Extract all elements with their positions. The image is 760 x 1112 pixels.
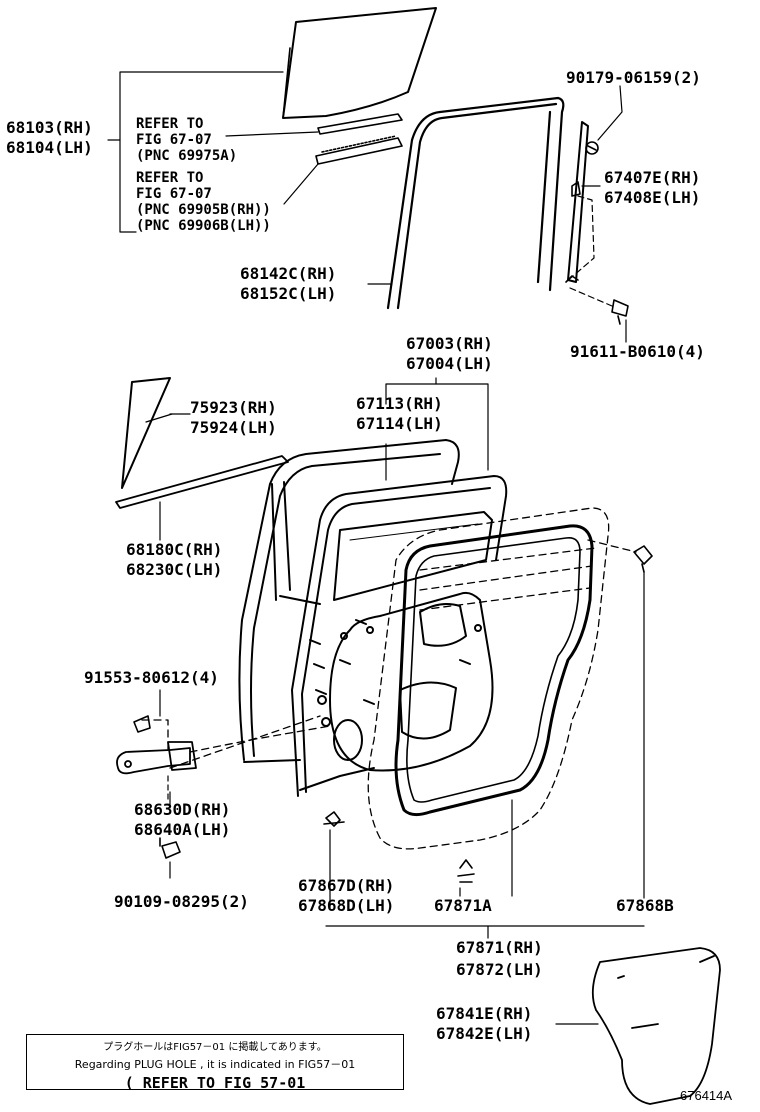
part-label-68180: 68180C(RH) — [126, 540, 223, 559]
refer-note-1-pnc: (PNC 69975A) — [136, 148, 238, 164]
door-glass — [282, 7, 437, 119]
division-bar-screw — [585, 141, 599, 155]
door-outer-panel — [238, 439, 460, 763]
refer-note-2-fig: FIG 67-07 — [136, 186, 212, 202]
part-label-67408: 67408E(LH) — [604, 188, 701, 207]
part-label-91553: 91553-80612(4) — [84, 668, 219, 687]
part-label-67841: 67841E(RH) — [436, 1004, 533, 1023]
part-label-67868b: 67868B — [616, 896, 674, 915]
figure-id: 676414A — [680, 1088, 733, 1103]
part-label-68104: 68104(LH) — [6, 138, 93, 157]
part-label-75924: 75924(LH) — [190, 418, 277, 437]
part-label-68640: 68640A(LH) — [134, 820, 231, 839]
part-label-90109: 90109-08295(2) — [114, 892, 249, 911]
door-check-bolt-upper — [133, 715, 151, 733]
part-label-67868d: 67868D(LH) — [298, 896, 395, 915]
part-label-67113: 67113(RH) — [356, 394, 443, 413]
part-label-67871a: 67871A — [434, 896, 492, 915]
refer-note-2-pnc-rh: (PNC 69905B(RH)) — [136, 202, 271, 218]
door-check — [116, 741, 197, 775]
glass-run-channel — [386, 96, 565, 310]
part-label-67872: 67872(LH) — [456, 960, 543, 979]
division-bar-bolt — [611, 299, 629, 325]
part-label-67842: 67842E(LH) — [436, 1024, 533, 1043]
part-label-67867: 67867D(RH) — [298, 876, 395, 895]
part-label-90179: 90179-06159(2) — [566, 68, 701, 87]
refer-note-1-fig: FIG 67-07 — [136, 132, 212, 148]
clip-upper-right — [633, 545, 653, 573]
part-label-75923: 75923(RH) — [190, 398, 277, 417]
outer-frame-molding — [115, 377, 289, 509]
part-label-67407: 67407E(RH) — [604, 168, 701, 187]
division-bar — [565, 121, 589, 283]
note-english-line: Regarding PLUG HOLE , it is indicated in… — [74, 1058, 356, 1071]
clip-lower-left — [323, 811, 345, 827]
part-label-67003: 67003(RH) — [406, 334, 493, 353]
refer-note-2-pnc-lh: (PNC 69906B(LH)) — [136, 218, 271, 234]
note-refer-line: ( REFER TO FIG 57-01 — [124, 1074, 306, 1092]
part-label-68630: 68630D(RH) — [134, 800, 231, 819]
leader-lines — [107, 71, 645, 1025]
part-label-67871: 67871(RH) — [456, 938, 543, 957]
plug-hole-note-box: プラグホールはFIG57－01 に掲載してあります。 Regarding PLU… — [26, 1034, 404, 1092]
refer-note-1: REFER TO — [136, 116, 204, 132]
upper-dashed-leaders — [565, 195, 613, 307]
part-label-68152: 68152C(LH) — [240, 284, 337, 303]
part-label-91611: 91611-B0610(4) — [570, 342, 705, 361]
note-japanese-line: プラグホールはFIG57－01 に掲載してあります。 — [103, 1042, 327, 1053]
clip-67871a — [457, 859, 475, 883]
service-hole-cover — [591, 947, 721, 1105]
part-label-68103: 68103(RH) — [6, 118, 93, 137]
door-check-bolt-lower — [159, 837, 181, 859]
door-weatherstrip — [394, 524, 594, 817]
part-label-68142: 68142C(RH) — [240, 264, 337, 283]
part-label-67114: 67114(LH) — [356, 414, 443, 433]
belt-weatherstrips — [315, 113, 403, 165]
part-label-67004: 67004(LH) — [406, 354, 493, 373]
refer-note-2: REFER TO — [136, 170, 204, 186]
door-inner-panel — [291, 475, 508, 797]
part-label-68230: 68230C(LH) — [126, 560, 223, 579]
